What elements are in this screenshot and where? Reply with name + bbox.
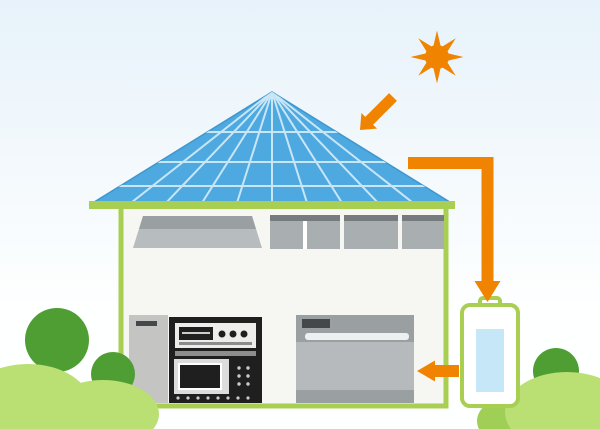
dishwasher-kickplate: [296, 390, 414, 403]
base-button: [216, 396, 220, 400]
bush-icon: [47, 380, 159, 429]
knob: [229, 330, 237, 338]
sun-ray: [433, 68, 441, 84]
cabinet-handle: [136, 321, 157, 326]
panel-slider-strip: [179, 342, 252, 345]
window-top-frame: [344, 215, 398, 221]
base-button: [196, 396, 200, 400]
battery-to-appliance-arrow-icon: [417, 360, 459, 382]
knob: [218, 330, 226, 338]
sun-core: [425, 45, 449, 69]
roof-eave: [89, 201, 455, 209]
base-button: [226, 396, 230, 400]
window-top-frame: [402, 215, 444, 221]
arrow-elbow-shaft: [408, 157, 494, 283]
divider-strip: [175, 351, 256, 356]
oven-microwave-unit: [169, 317, 262, 403]
roof-to-battery-arrow-icon: [408, 157, 501, 302]
left-greenery: [0, 308, 159, 429]
microwave-button: [246, 382, 250, 386]
dishwasher-control: [302, 319, 330, 328]
house: [118, 202, 449, 409]
bush-icon: [505, 372, 600, 429]
dishwasher: [296, 315, 414, 403]
dishwasher-handle: [305, 333, 409, 340]
base-button: [186, 396, 190, 400]
sun-icon: [410, 30, 464, 84]
microwave-button: [246, 374, 250, 378]
arrow-head-down: [474, 281, 501, 302]
upper-window-right: [402, 215, 444, 249]
solar-panel-roof: [88, 91, 456, 209]
display-line: [182, 332, 210, 334]
window-top-frame: [270, 215, 340, 221]
microwave-door-glass: [178, 363, 222, 390]
sun-ray: [433, 30, 441, 46]
base-button: [176, 396, 180, 400]
knob: [240, 330, 248, 338]
tree-icon: [25, 308, 89, 372]
microwave-button: [237, 382, 241, 386]
base-button: [236, 396, 240, 400]
arrow-head-left: [417, 360, 435, 382]
base-button: [206, 396, 210, 400]
window-mullion: [303, 221, 307, 249]
sunlight-arrow-icon: [360, 93, 397, 130]
sun-ray: [410, 53, 426, 61]
vent-hood-top: [139, 216, 256, 229]
microwave-button: [237, 366, 241, 370]
vent-hood: [133, 216, 262, 248]
base-button: [246, 396, 250, 400]
battery-cell: [476, 329, 504, 392]
sun-ray: [448, 53, 464, 61]
upper-window-left: [270, 215, 340, 249]
microwave-button: [246, 366, 250, 370]
battery-storage-unit: [460, 296, 520, 408]
microwave-button: [237, 374, 241, 378]
upper-window-middle: [344, 215, 398, 249]
